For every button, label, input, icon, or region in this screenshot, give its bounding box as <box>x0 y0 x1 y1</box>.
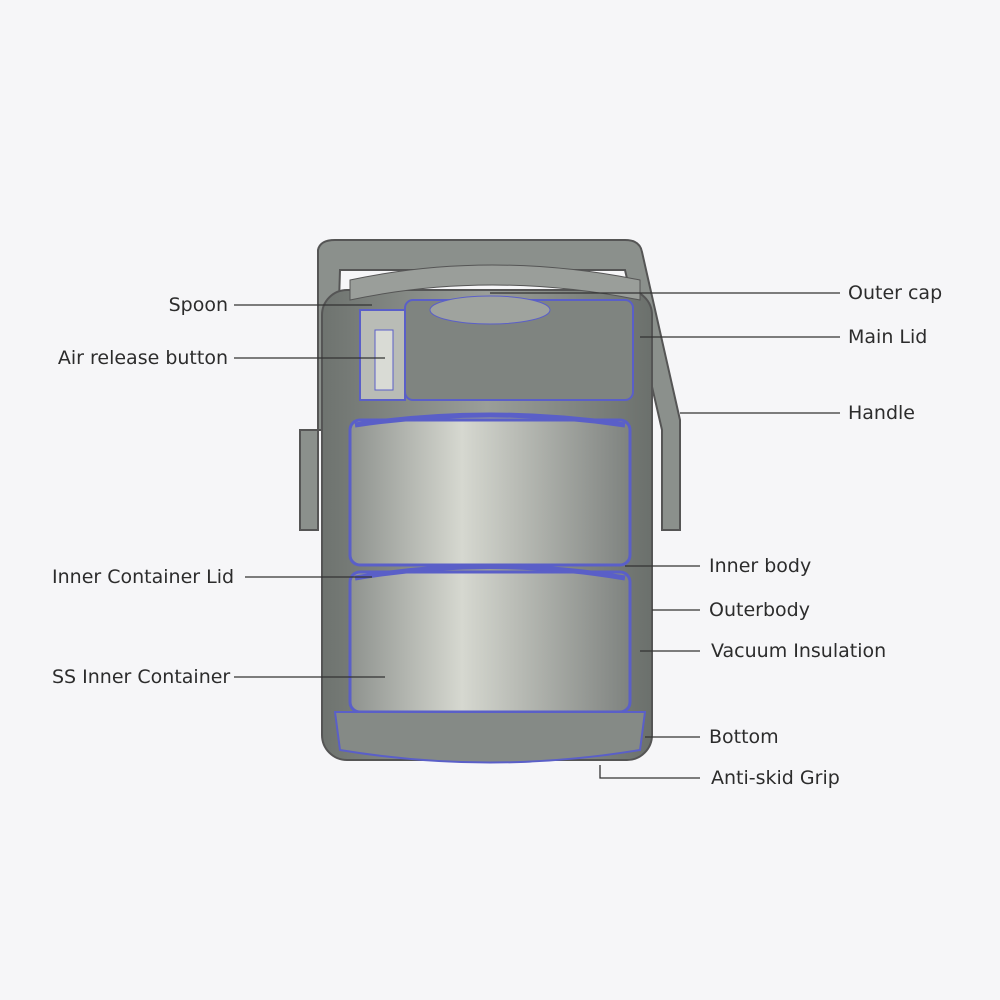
label-air-release-button: Air release button <box>57 347 228 369</box>
label-inner-container-lid: Inner Container Lid <box>52 566 235 588</box>
leader-lines <box>234 292 840 779</box>
label-handle: Handle <box>848 402 916 424</box>
label-bottom: Bottom <box>709 726 779 748</box>
label-main-lid: Main Lid <box>848 326 928 348</box>
bottom-shape <box>333 711 647 764</box>
label-outer-cap: Outer cap <box>848 282 943 304</box>
label-outerbody: Outerbody <box>709 599 810 621</box>
outer-cap-shape <box>349 264 641 301</box>
label-ss-inner-container: SS Inner Container <box>52 666 231 688</box>
label-anti-skid-grip: Anti-skid Grip <box>711 767 840 789</box>
handle-shape <box>317 239 681 531</box>
upper-container-shape <box>348 418 632 567</box>
label-vacuum-insulation: Vacuum Insulation <box>711 640 887 662</box>
label-inner-body: Inner body <box>709 555 812 577</box>
lower-container-shape <box>348 570 632 714</box>
label-spoon: Spoon <box>168 294 228 316</box>
